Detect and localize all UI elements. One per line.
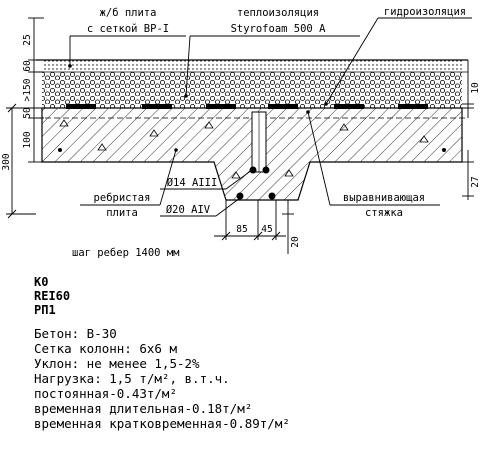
notes-block: К0 REI60 РП1 Бетон: В-30 Сетка колонн: 6… (34, 275, 290, 431)
label-screed-line1: выравнивающая (343, 192, 425, 204)
dim-45: 45 (261, 224, 272, 235)
waterproofing-strips (66, 104, 428, 109)
label-screed-line2: стяжка (365, 207, 403, 219)
spec-load: Нагрузка: 1,5 т/м², в.т.ч. (34, 371, 230, 386)
callout-slab: ж/б плита с сеткой ВР-I (68, 7, 186, 68)
spec-load-long-term: временная длительная-0.18т/м² (34, 401, 253, 416)
dim-20: 20 (290, 236, 301, 248)
ribbed-slab (36, 107, 468, 201)
label-insulation-line2: Styrofoam 500 A (231, 23, 327, 35)
spec-concrete: Бетон: В-30 (34, 326, 117, 341)
dim-300: 300 (1, 153, 12, 170)
insulation-layer (36, 72, 468, 109)
callout-screed: выравнивающая стяжка (306, 110, 440, 219)
rebar (58, 148, 446, 200)
spec-load-permanent: постоянная-0.43т/м² (34, 386, 177, 401)
label-slab-line2: с сеткой ВР-I (87, 23, 169, 35)
callout-rebar-bottom: Ø20 AIV (160, 197, 241, 217)
callout-waterproofing: гидроизоляция (324, 6, 472, 106)
label-rebar-top: Ø14 AIII (167, 177, 218, 189)
spec-column-grid: Сетка колонн: 6х6 м (34, 341, 177, 356)
label-ribbed-slab-line1: ребристая (94, 192, 151, 204)
label-waterproofing: гидроизоляция (384, 6, 466, 18)
dim-10: 10 (470, 82, 481, 94)
top-slab-layer (36, 59, 468, 73)
dim-25: 25 (22, 34, 33, 45)
callout-insulation: теплоизоляция Styrofoam 500 A (184, 7, 360, 98)
floor-section-drawing: 25 60 >150 50 100 300 10 27 85 45 20 ж/б… (1, 6, 481, 259)
dim-85: 85 (236, 224, 247, 235)
dim-50: 50 (22, 107, 33, 119)
class-fire-hazard: К0 (34, 275, 49, 289)
label-ribbed-slab-line2: плита (106, 207, 138, 219)
label-rebar-bottom: Ø20 AIV (166, 204, 211, 216)
dimension-chain-right (462, 60, 474, 200)
callout-ribbed-slab: ребристая плита (80, 148, 178, 219)
spec-list: Бетон: В-30 Сетка колонн: 6х6 м Уклон: н… (34, 326, 290, 431)
dim-150: >150 (22, 78, 33, 101)
label-slab-line1: ж/б плита (100, 7, 157, 19)
spec-load-short-term: временная кратковременная-0.89т/м² (34, 416, 290, 431)
dim-27: 27 (470, 176, 481, 187)
label-rib-step: шаг ребер 1400 мм (72, 247, 180, 259)
dimension-chain-bottom (214, 200, 294, 254)
classification-list: К0 REI60 РП1 (34, 275, 290, 317)
label-insulation-line1: теплоизоляция (237, 7, 319, 19)
dim-60: 60 (22, 60, 33, 72)
dimension-chain-left (6, 17, 44, 219)
class-fire-resistance: REI60 (34, 289, 71, 303)
spec-slope: Уклон: не менее 1,5-2% (34, 356, 200, 371)
class-fire-spread: РП1 (34, 303, 56, 317)
callout-rebar-top: Ø14 AIII (160, 169, 253, 190)
dim-100: 100 (22, 131, 33, 148)
